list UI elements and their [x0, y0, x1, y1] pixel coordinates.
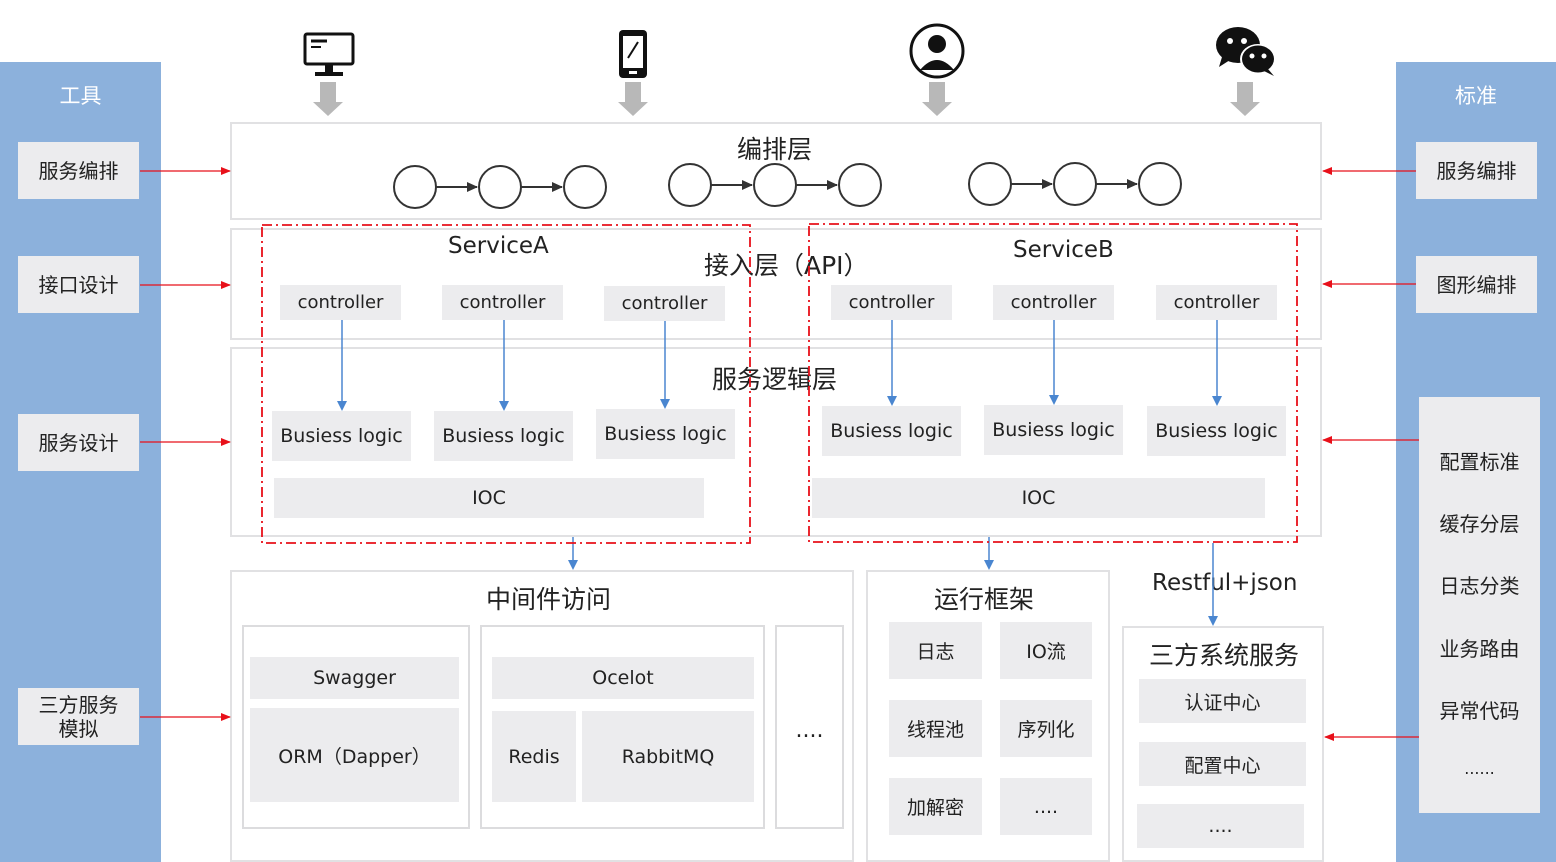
- third-party-more: ....: [1137, 804, 1304, 848]
- middleware-more: ....: [795, 718, 824, 743]
- logic-layer-title: 服务逻辑层: [712, 365, 838, 394]
- auth-center: 认证中心: [1139, 679, 1306, 723]
- std-list-box: 配置标准 缓存分层 日志分类 业务路由 异常代码 ......: [1419, 397, 1540, 813]
- service-a-ioc: IOC: [274, 478, 704, 518]
- std-more: ......: [1464, 759, 1495, 778]
- access-layer-title: 接入层（API）: [704, 251, 869, 280]
- middleware-title: 中间件访问: [486, 585, 612, 614]
- config-center: 配置中心: [1139, 742, 1306, 786]
- mobile-icon: [617, 28, 649, 84]
- runtime-io-stream: IO流: [1000, 622, 1092, 679]
- runtime-serialization: 序列化: [1000, 700, 1092, 757]
- std-error-code: 异常代码: [1439, 699, 1520, 723]
- service-boundaries: [261, 223, 1298, 544]
- service-a-name: ServiceA: [448, 233, 549, 259]
- service-b-logic-1: Busiess logic: [822, 406, 961, 456]
- tool-arrows: [140, 167, 1419, 741]
- service-a-controller-1: controller: [280, 285, 401, 320]
- desktop-icon: [303, 32, 355, 82]
- orchestration-flows: [393, 162, 1182, 209]
- tool-third-party-mock: 三方服务 模拟: [18, 688, 139, 745]
- swagger-box: Swagger: [250, 657, 459, 699]
- service-b-controller-2: controller: [993, 285, 1114, 320]
- rabbitmq-box: RabbitMQ: [582, 711, 754, 802]
- service-b-logic-3: Busiess logic: [1147, 406, 1286, 456]
- controller-logic-arrows: [337, 320, 1222, 626]
- service-b-ioc: IOC: [812, 478, 1265, 518]
- runtime-title: 运行框架: [934, 585, 1035, 614]
- standards-panel-title: 标准: [1455, 84, 1497, 108]
- user-icon: [908, 22, 966, 84]
- tools-panel-title: 工具: [59, 84, 102, 108]
- redis-box: Redis: [492, 711, 576, 802]
- service-b-controller-1: controller: [831, 285, 952, 320]
- service-a-logic-3: Busiess logic: [596, 409, 735, 459]
- runtime-more: ....: [1000, 778, 1092, 835]
- service-a-logic-2: Busiess logic: [434, 411, 573, 461]
- wechat-icon: [1214, 25, 1278, 83]
- service-b-logic-2: Busiess logic: [984, 405, 1123, 455]
- ocelot-box: Ocelot: [492, 657, 754, 699]
- client-down-arrows: [313, 82, 1260, 116]
- tool-service-design: 服务设计: [18, 414, 139, 471]
- third-party-title: 三方系统服务: [1149, 641, 1300, 670]
- std-graphic-orchestration: 图形编排: [1416, 256, 1537, 313]
- service-a-logic-1: Busiess logic: [272, 411, 411, 461]
- orchestration-layer-title: 编排层: [737, 135, 813, 164]
- runtime-encryption: 加解密: [889, 778, 982, 835]
- std-logging: 日志分类: [1439, 574, 1520, 598]
- service-a-controller-2: controller: [442, 285, 563, 320]
- std-config: 配置标准: [1439, 450, 1520, 474]
- runtime-logging: 日志: [889, 622, 982, 679]
- access-layer: [230, 228, 1322, 340]
- std-cache: 缓存分层: [1439, 512, 1520, 536]
- middleware-group-3: [775, 625, 844, 829]
- orm-box: ORM（Dapper）: [250, 708, 459, 802]
- service-b-name: ServiceB: [1013, 237, 1114, 263]
- tool-interface-design: 接口设计: [18, 256, 139, 313]
- runtime-thread-pool: 线程池: [889, 700, 982, 757]
- service-a-controller-3: controller: [604, 286, 725, 321]
- tool-service-orchestration: 服务编排: [18, 142, 139, 199]
- std-routing: 业务路由: [1439, 637, 1520, 661]
- std-service-orchestration: 服务编排: [1416, 142, 1537, 199]
- service-b-controller-3: controller: [1156, 285, 1277, 320]
- third-party-protocol: Restful+json: [1152, 570, 1298, 596]
